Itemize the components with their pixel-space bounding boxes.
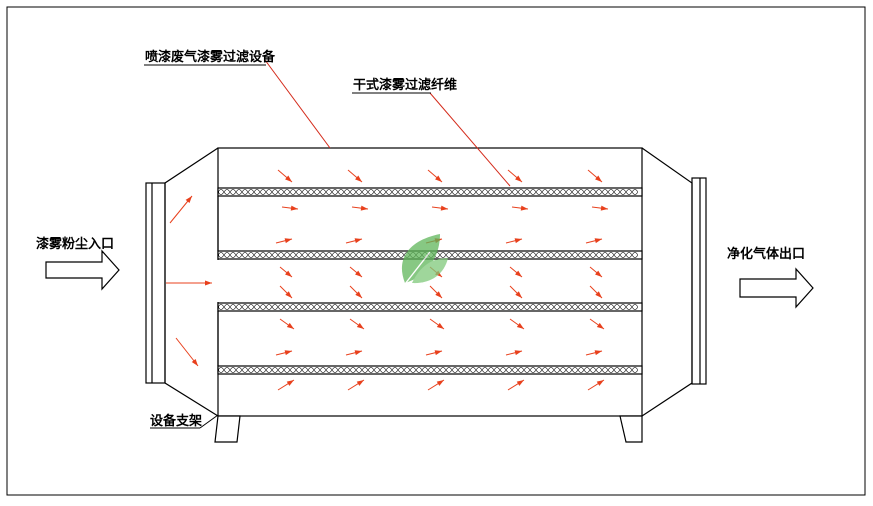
flow-arrow [166, 280, 212, 286]
flow-arrow [169, 195, 193, 224]
flow-arrow [585, 350, 603, 356]
leaf-logo [401, 234, 448, 285]
support-leg-left [214, 415, 241, 443]
flow-arrow [347, 379, 365, 391]
flow-arrow [505, 350, 523, 356]
flow-arrows [166, 169, 609, 391]
filter-panel-4 [217, 365, 643, 375]
flow-arrow [349, 285, 363, 299]
flow-arrow [427, 379, 445, 391]
leader-equipment [264, 59, 331, 149]
diagram-border [6, 6, 866, 496]
flow-arrow [585, 238, 603, 244]
flow-arrow [279, 318, 295, 330]
flow-arrow [431, 205, 449, 211]
leader-fiber [429, 92, 511, 187]
support-legs [214, 415, 643, 443]
flow-arrow [425, 350, 443, 356]
flow-arrow [589, 285, 603, 299]
flow-arrow [589, 266, 603, 278]
label-fiber: 干式漆雾过滤纤维 [353, 77, 457, 93]
flow-arrow [175, 337, 199, 367]
flow-arrow [507, 169, 523, 183]
flow-arrow [279, 285, 293, 299]
flow-arrow [349, 266, 363, 278]
flow-arrow [349, 318, 365, 330]
flow-arrow [275, 238, 293, 244]
filter-panel-3 [217, 302, 643, 312]
flow-arrow [429, 318, 445, 330]
flow-arrow [429, 285, 443, 299]
flow-arrow [275, 350, 293, 356]
housing [145, 147, 707, 417]
outlet-arrow [739, 267, 814, 309]
flow-arrow [509, 266, 523, 278]
flow-arrow [279, 266, 293, 278]
label-underlines [144, 64, 431, 429]
flow-arrow [281, 205, 299, 211]
support-leg-right [619, 415, 643, 443]
inlet-arrow [45, 249, 120, 291]
flow-arrow [591, 205, 609, 211]
filter-panel-1 [217, 187, 643, 197]
label-outlet: 净化气体出口 [727, 246, 805, 262]
leader-lines [264, 59, 511, 187]
flow-arrow [347, 169, 363, 183]
flow-arrow [509, 318, 525, 330]
label-support: 设备支架 [150, 413, 202, 429]
label-inlet: 漆雾粉尘入口 [36, 236, 114, 252]
flow-arrow [351, 205, 369, 211]
flow-arrow [345, 238, 363, 244]
flow-arrow [427, 169, 443, 183]
flow-arrow [587, 169, 603, 183]
flow-arrow [505, 238, 523, 244]
flow-arrow [277, 379, 295, 391]
filter-panels [216, 187, 643, 375]
flow-arrow [345, 350, 363, 356]
flow-arrow [589, 318, 605, 330]
flow-arrow [277, 169, 293, 183]
flow-arrow [509, 285, 523, 299]
flow-arrow [511, 205, 529, 211]
label-equipment: 喷漆废气漆雾过滤设备 [145, 49, 276, 65]
flow-arrow [507, 379, 525, 391]
flow-arrow [587, 379, 605, 391]
